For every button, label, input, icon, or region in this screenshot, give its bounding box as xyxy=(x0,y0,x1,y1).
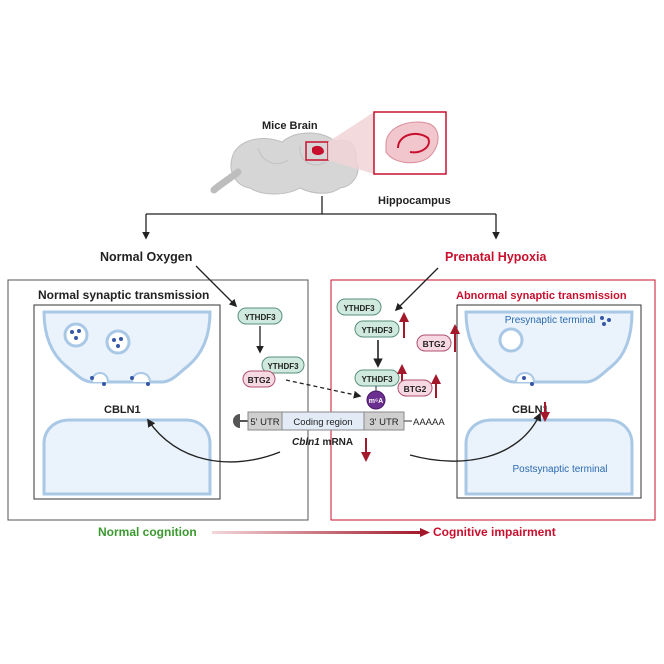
mrna-label: Cbln1 mRNA xyxy=(292,437,353,448)
normal-panel-title: Normal synaptic transmission xyxy=(38,288,209,302)
prenatal-hypoxia-label: Prenatal Hypoxia xyxy=(445,250,547,264)
cbln1-left-label: CBLN1 xyxy=(104,404,141,416)
ythdf3-bound-hypoxia xyxy=(354,369,400,387)
btg2-bound-hypoxia xyxy=(397,379,433,397)
presynaptic-label: Presynaptic terminal xyxy=(505,315,596,326)
postsynaptic-label-text: Postsynaptic terminal xyxy=(512,464,607,475)
zoom-projection xyxy=(328,112,374,174)
normal-postsynaptic-terminal xyxy=(42,418,212,496)
brain-title: Mice Brain xyxy=(262,120,318,132)
ythdf3-bound-normal-label: YTHDF3 xyxy=(267,362,299,371)
ythdf3-free-normal-label: YTHDF3 xyxy=(244,313,276,322)
synaptic-vesicle xyxy=(63,322,89,348)
ythdf3-middle-hypoxia xyxy=(354,320,400,338)
normal-oxygen-label: Normal Oxygen xyxy=(100,250,192,264)
cbln1-right-label: CBLN1 xyxy=(512,404,549,416)
abnormal-postsynaptic-terminal xyxy=(464,418,634,496)
ythdf3-top-hypoxia xyxy=(336,298,382,316)
presynaptic-label-text: Presynaptic terminal xyxy=(505,315,596,326)
btg2-bound-hypoxia-label: BTG2 xyxy=(404,384,427,394)
polya-tail: AAAAA xyxy=(413,417,445,428)
mrna-5prime-cap xyxy=(233,414,240,428)
mouse-brain-illustration xyxy=(210,111,447,195)
cognitive-impairment-label: Cognitive impairment xyxy=(433,525,556,539)
outcome-gradient-arrow xyxy=(212,531,422,534)
branch-connector xyxy=(142,196,500,240)
coding-region-label: Coding region xyxy=(293,417,352,428)
utr5-label: 5' UTR xyxy=(250,417,279,428)
abnormal-panel-title: Abnormal synaptic transmission xyxy=(456,290,627,302)
m6a-label: m⁶A xyxy=(369,398,384,405)
hippocampus-label: Hippocampus xyxy=(378,195,451,207)
ythdf3-free-normal xyxy=(237,307,283,325)
utr3-label: 3' UTR xyxy=(369,417,398,428)
ythdf3-middle-hypoxia-label: YTHDF3 xyxy=(361,326,393,335)
m6a-mark xyxy=(366,390,386,410)
postsynaptic-label: Postsynaptic terminal xyxy=(512,464,607,475)
btg2-normal-label: BTG2 xyxy=(248,375,271,385)
translation-arrow-hypoxia xyxy=(409,412,542,462)
btg2-free-hypoxia-label: BTG2 xyxy=(423,339,446,349)
btg2-normal xyxy=(242,370,276,388)
ythdf3-top-hypoxia-label: YTHDF3 xyxy=(343,304,375,313)
ythdf3-bound-normal xyxy=(261,356,305,374)
translation-arrow-normal xyxy=(147,418,281,463)
ythdf3-bound-hypoxia-label: YTHDF3 xyxy=(361,375,393,384)
mrna-suffix: mRNA xyxy=(320,437,353,448)
normal-cognition-label: Normal cognition xyxy=(98,525,197,539)
mrna-gene-name: Cbln1 xyxy=(292,437,320,448)
btg2-free-hypoxia xyxy=(416,334,452,352)
cbln1-mrna xyxy=(233,411,412,431)
